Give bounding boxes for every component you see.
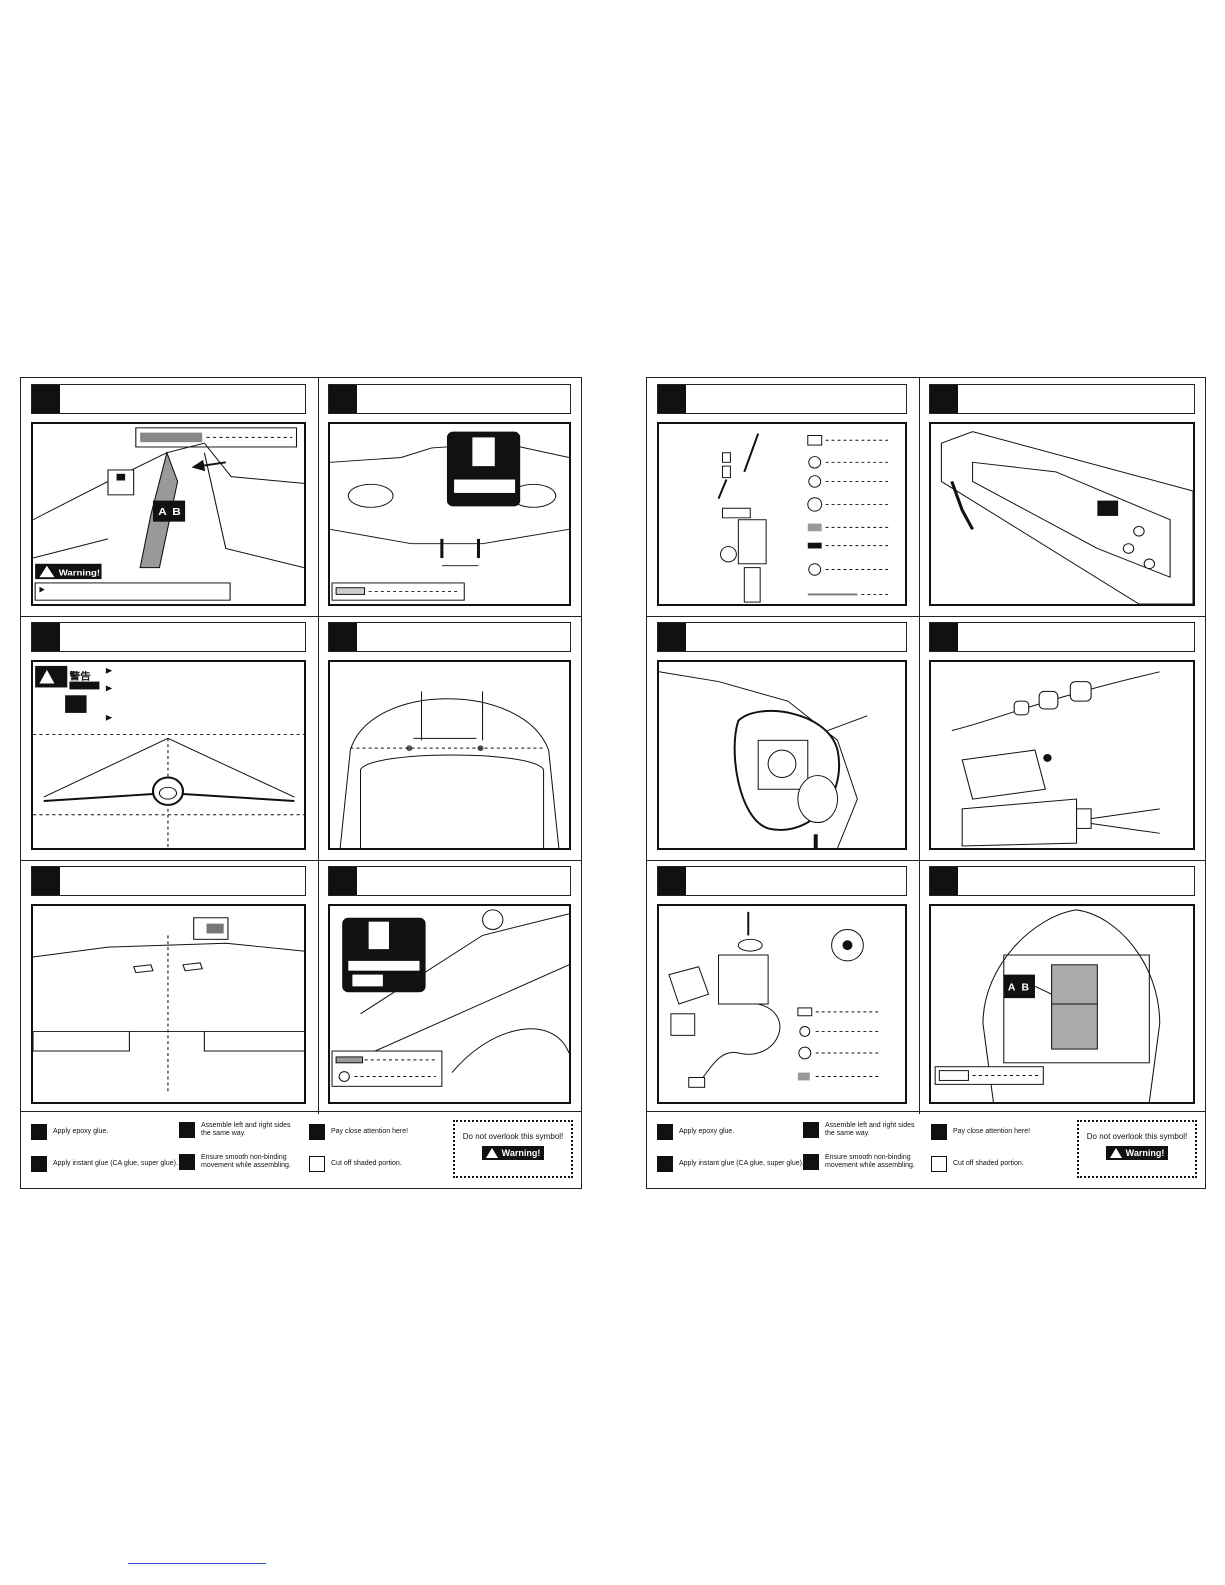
step-illustration [328,422,571,606]
svg-text:B: B [1021,983,1029,994]
svg-text:警告: 警告 [68,670,90,682]
step-header [31,866,306,896]
step-number-box [329,623,357,651]
step-number-box [658,385,686,413]
step-number-box [32,623,60,651]
footer-link-underline[interactable] [128,1563,266,1564]
symbol-legend: Apply epoxy glue. Apply instant glue (CA… [647,1111,1205,1188]
step-panel-wing-top-view [21,860,318,1114]
step-illustration [657,422,907,606]
overlook-notice: Do not overlook this symbol! Warning! [453,1120,573,1178]
step-header [31,384,306,414]
step-panel-engine-install [647,616,919,860]
legend-attention: Pay close attention here! [309,1124,408,1140]
parts-list [807,435,890,596]
left-right-icon [803,1122,819,1138]
step-number-box [930,385,958,413]
step-number-box [930,867,958,895]
column-divider [919,378,920,1114]
step-illustration [328,660,571,850]
step-header [328,622,571,652]
row-divider [21,860,581,861]
legend-cutoff: Cut off shaded portion. [931,1156,1024,1172]
step-illustration [31,904,306,1104]
legend-symmetric: Assemble left and right sides the same w… [803,1122,915,1138]
cut-off-icon [931,1156,947,1172]
row-divider [21,616,581,617]
ca-glue-icon [657,1156,673,1172]
warning-triangle-icon [485,1148,498,1158]
legend-cutoff: Cut off shaded portion. [309,1156,402,1172]
smooth-movement-icon [179,1154,195,1170]
step-illustration [929,422,1195,606]
step-header [31,622,306,652]
step-number-box [930,623,958,651]
overlook-notice: Do not overlook this symbol! Warning! [1077,1120,1197,1178]
step-number-box [329,867,357,895]
legend-symmetric: Assemble left and right sides the same w… [179,1122,291,1138]
step-header [929,384,1195,414]
step-panel-canopy-holes [318,616,583,860]
step-panel-fuselage-fittings [318,860,583,1114]
legend-ca: Apply instant glue (CA glue, super glue)… [31,1156,178,1172]
epoxy-glue-icon [31,1124,47,1140]
step-illustration [929,660,1195,850]
row-divider [647,860,1205,861]
step-number-box [32,867,60,895]
step-header [929,866,1195,896]
warning-badge: Warning! [481,1146,545,1160]
step-number-box [658,623,686,651]
legend-epoxy: Apply epoxy glue. [31,1124,108,1140]
step-number-box [32,385,60,413]
step-panel-wing-fillet: A B Warning! [21,378,318,616]
step-header [328,866,571,896]
step-illustration [657,904,907,1104]
step-illustration: A B Warning! [31,422,306,606]
step-panel-fuel-tank [919,616,1207,860]
manual-page-left: A B Warning! [20,377,582,1189]
svg-text:A: A [1008,983,1016,994]
legend-smooth: Ensure smooth non-binding movement while… [179,1154,291,1170]
step-illustration [328,904,571,1104]
step-number-box [329,385,357,413]
manual-page-right: A B Apply epoxy glue. Apply instant glue… [646,377,1206,1189]
step-illustration: A B [929,904,1195,1104]
symbol-legend: Apply epoxy glue. Apply instant glue (CA… [21,1111,581,1188]
step-panel-servo-install [647,860,919,1114]
cut-off-icon [309,1156,325,1172]
pointing-hand-icon [309,1124,325,1140]
row-divider [647,616,1205,617]
legend-ca: Apply instant glue (CA glue, super glue)… [657,1156,804,1172]
svg-text:B: B [172,506,181,517]
step-panel-engine-parts [647,378,919,616]
legend-attention: Pay close attention here! [931,1124,1030,1140]
step-illustration [657,660,907,850]
svg-text:A: A [158,506,167,517]
step-illustration: 警告 [31,660,306,850]
legend-smooth: Ensure smooth non-binding movement while… [803,1154,915,1170]
warning-triangle-icon [1109,1148,1122,1158]
step-header [657,866,907,896]
step-panel-hatch-glue: A B [919,860,1207,1114]
pointing-hand-icon [931,1124,947,1140]
step-header [657,384,907,414]
step-panel-wing-dowels [318,378,583,616]
svg-text:Warning!: Warning! [59,568,100,577]
step-header [657,622,907,652]
epoxy-glue-icon [657,1124,673,1140]
step-number-box [658,867,686,895]
left-right-icon [179,1122,195,1138]
smooth-movement-icon [803,1154,819,1170]
legend-epoxy: Apply epoxy glue. [657,1124,734,1140]
ca-glue-icon [31,1156,47,1172]
column-divider [318,378,319,1114]
step-panel-wing-alignment: 警告 [21,616,318,860]
step-header [929,622,1195,652]
step-header [328,384,571,414]
step-panel-fuselage-interior [919,378,1207,616]
warning-badge: Warning! [1105,1146,1169,1160]
